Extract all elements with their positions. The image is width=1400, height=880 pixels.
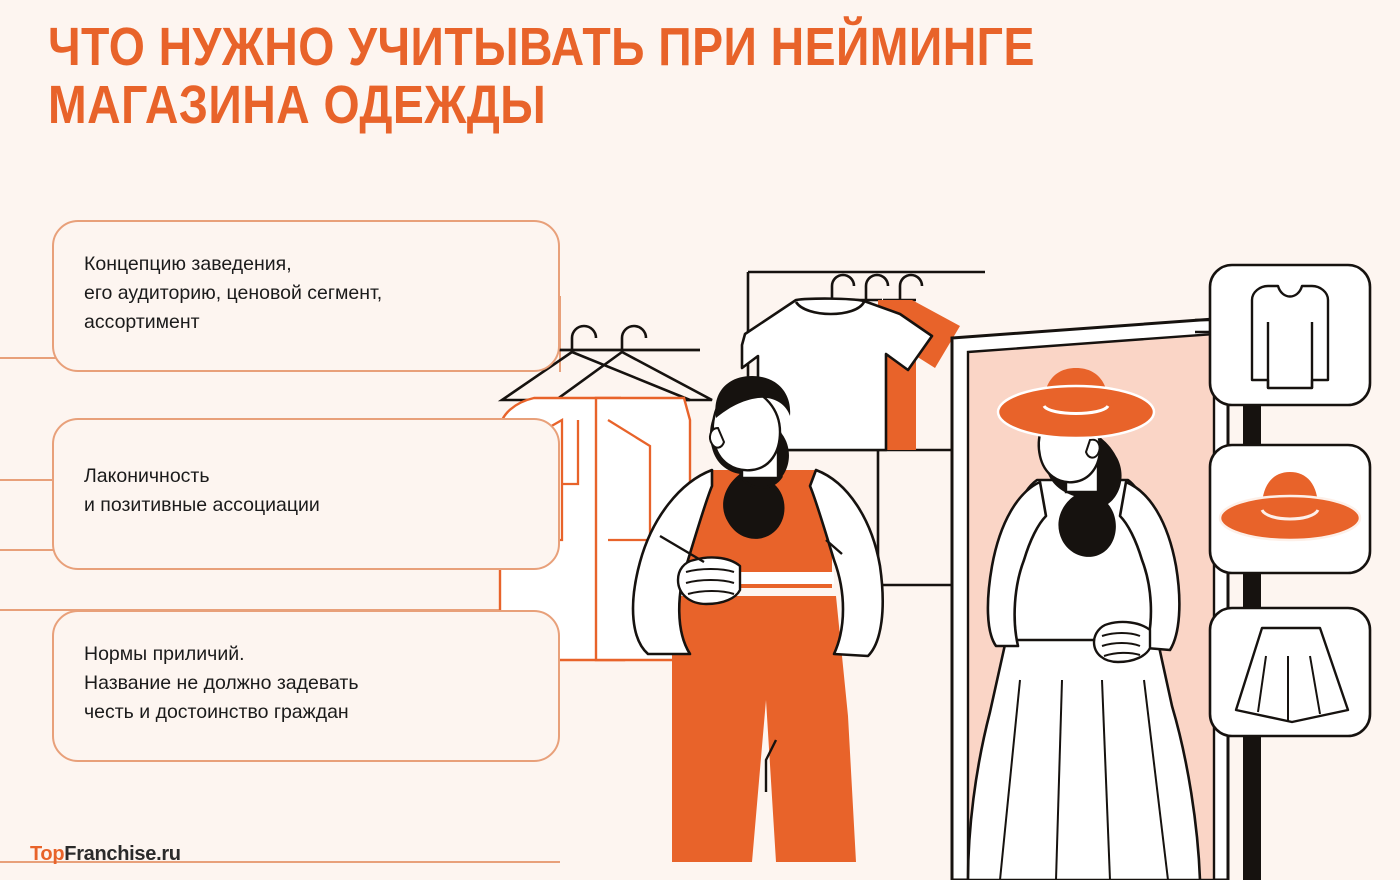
mirror-woman-skirt-pleats <box>999 679 1169 880</box>
shopper-left-arm <box>631 468 714 656</box>
shopper-collar <box>738 473 784 489</box>
sweater-card <box>1195 263 1372 407</box>
page-title-line-2: МАГАЗИНА ОДЕЖДЫ <box>48 75 547 135</box>
white-tshirt-collar <box>794 301 866 316</box>
page-title: ЧТО НУЖНО УЧИТЫВАТЬ ПРИ НЕЙМИНГЕ МАГАЗИН… <box>48 18 1228 134</box>
shopper-hand-fingers <box>685 568 735 595</box>
mirror-woman-left-arm <box>986 480 1048 648</box>
shopper-woman <box>631 376 884 862</box>
mirror-woman-right-arm <box>1118 480 1181 652</box>
shopper-right-arm-crease <box>825 539 843 555</box>
shopper-trousers <box>672 596 856 862</box>
sweater-icon <box>1250 284 1330 390</box>
hat-card <box>1208 443 1372 575</box>
skirt-icon-pleats <box>1257 655 1321 722</box>
hat-card-crown-icon <box>1261 472 1319 516</box>
callout-box-concept: Концепцию заведения, его аудиторию, цено… <box>52 220 560 372</box>
mirror-woman-hand <box>1092 620 1152 664</box>
mirror-woman-hat-band <box>1042 404 1110 415</box>
mirror-woman <box>966 368 1202 880</box>
brand-logo-franchise: Franchise.ru <box>64 843 181 865</box>
sweater-card-connector <box>1195 318 1210 334</box>
callout-box-brevity: Лаконичность и позитивные ассоциации <box>52 418 560 570</box>
page-title-line-1: ЧТО НУЖНО УЧИТЫВАТЬ ПРИ НЕЙМИНГЕ <box>48 17 1035 77</box>
callout-text-concept: Концепцию заведения, его аудиторию, цено… <box>84 253 383 333</box>
mirror-woman-hat-crown <box>1043 368 1109 410</box>
callout-text-brevity: Лаконичность и позитивные ассоциации <box>84 465 320 516</box>
shopper-trousers-crease <box>764 739 778 792</box>
shopper-right-arm <box>808 468 884 658</box>
mirror <box>950 316 1230 880</box>
skirt-icon <box>1234 626 1350 724</box>
callout-box-decency: Нормы приличий. Название не должно задев… <box>52 610 560 762</box>
shopper-arm-crease <box>659 534 705 564</box>
skirt-card <box>1208 606 1372 738</box>
tshirt-hanger-hooks-icon <box>815 273 924 302</box>
shopper-hair-front <box>715 376 791 418</box>
mirror-woman-ear <box>1084 438 1101 459</box>
hat-card-band-icon <box>1260 509 1320 521</box>
callout-text-decency: Нормы приличий. Название не должно задев… <box>84 643 359 723</box>
mirror-woman-hat-brim-edge <box>996 384 1156 440</box>
shopper-face <box>711 386 782 472</box>
brand-logo[interactable]: TopFranchise.ru <box>30 843 181 866</box>
brand-logo-top: Top <box>30 843 65 865</box>
shopper-ear <box>709 426 726 449</box>
hanger-hooks-icon <box>570 324 648 350</box>
